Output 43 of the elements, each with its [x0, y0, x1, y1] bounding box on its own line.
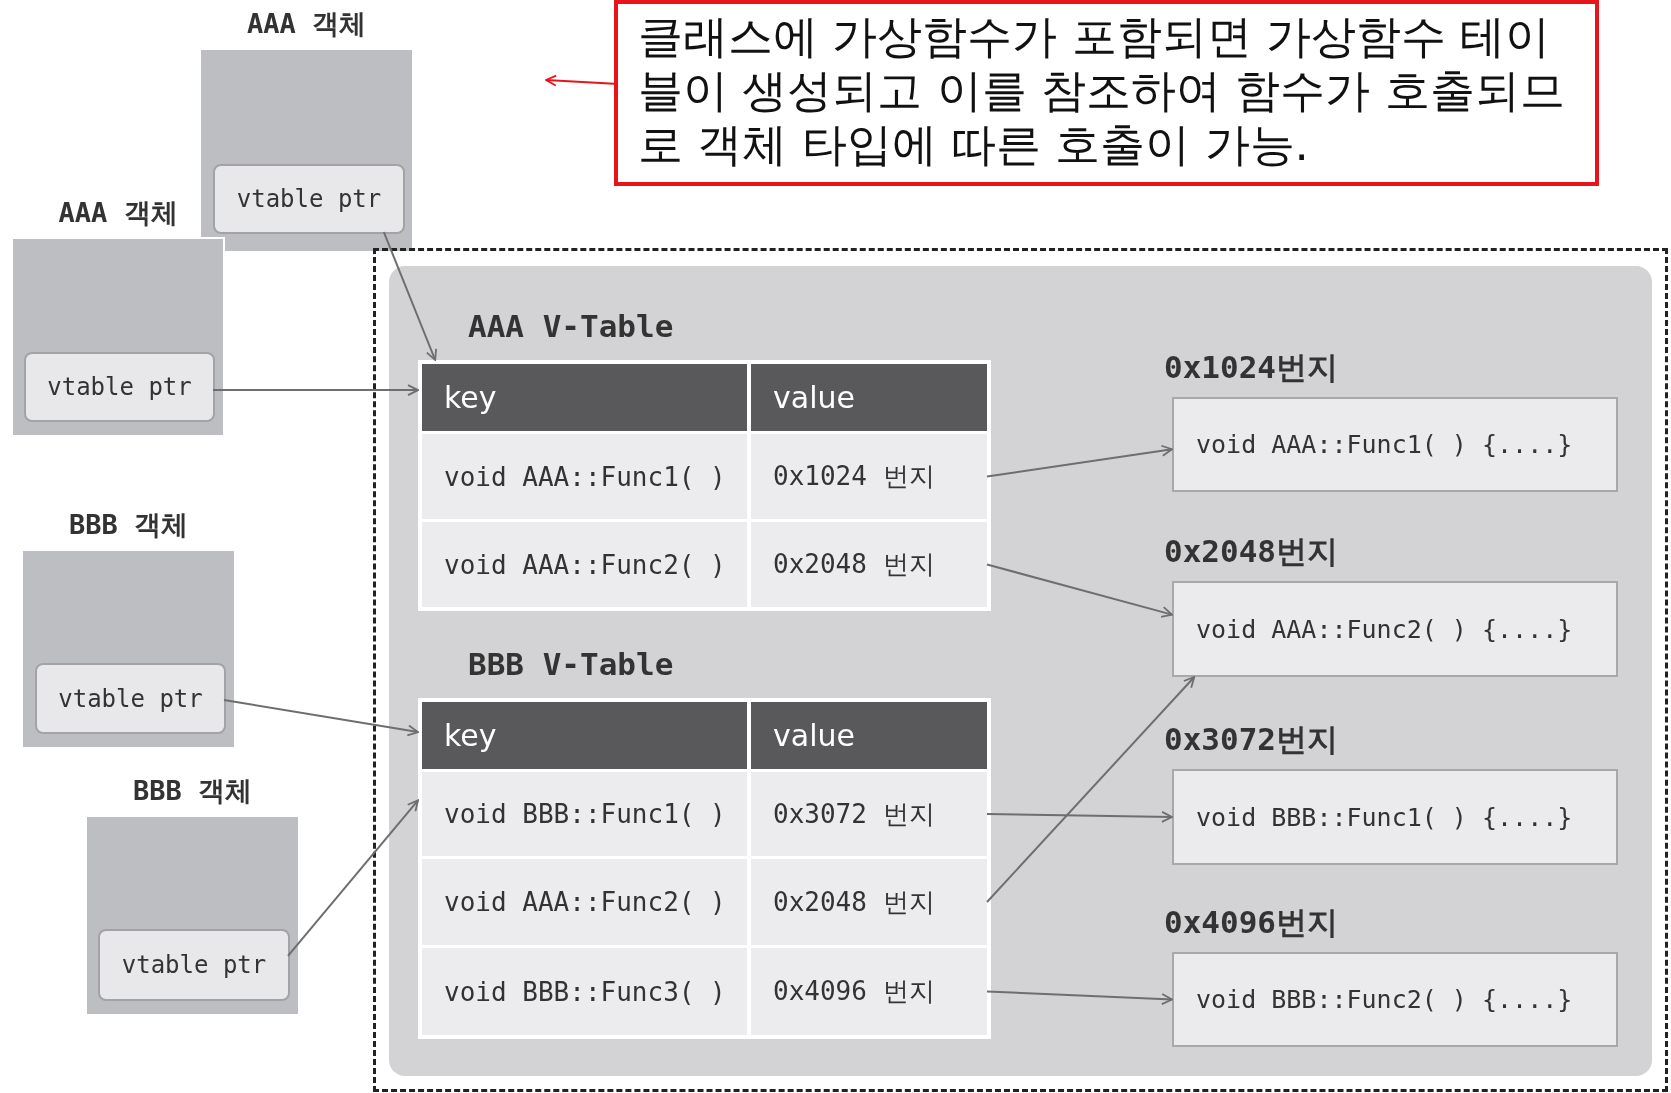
pointer-box: vtable ptr	[24, 352, 215, 422]
code-text: void BBB::Func1( ) {....}	[1196, 802, 1573, 832]
table-cell: void AAA::Func2( )	[422, 522, 747, 607]
table-cell: void BBB::Func3( )	[422, 948, 747, 1035]
address-label: 0x1024번지	[1164, 348, 1338, 387]
arrow	[545, 74, 615, 87]
table-header: value	[751, 364, 987, 431]
pointer-box: vtable ptr	[98, 929, 290, 1001]
address-label: 0x2048번지	[1164, 532, 1338, 571]
arrow	[986, 810, 1173, 823]
pointer-box: vtable ptr	[213, 164, 405, 234]
table-cell: 0x2048 번지	[751, 859, 987, 945]
table-cell: void BBB::Func1( )	[422, 772, 747, 856]
table-cell: void AAA::Func1( )	[422, 434, 747, 519]
dashed-frame	[373, 248, 1668, 1092]
table-header: key	[422, 702, 747, 769]
code-text: void AAA::Func1( ) {....}	[1196, 430, 1573, 459]
table-cell: 0x2048 번지	[751, 522, 987, 607]
address-label: 0x4096번지	[1164, 903, 1338, 942]
arrow	[212, 384, 419, 396]
object-label: BBB 객체	[69, 508, 188, 542]
table-cell: 0x1024 번지	[751, 434, 987, 519]
arrow	[986, 676, 1196, 903]
table-header: value	[751, 702, 987, 769]
table-header: key	[422, 364, 747, 431]
table-cell: void AAA::Func2( )	[422, 859, 747, 945]
arrow	[986, 563, 1173, 618]
arrow	[986, 444, 1173, 478]
object-label: BBB 객체	[133, 774, 252, 808]
code-text: void AAA::Func2( ) {....}	[1196, 614, 1573, 644]
callout-box: 클래스에 가상함수가 포함되면 가상함수 테이블이 생성되고 이를 참조하여 함수가 호출되므로 객체 타입에 따른 호출이 가능.	[614, 0, 1599, 186]
address-label: 0x3072번지	[1164, 720, 1338, 759]
arrow	[223, 699, 419, 737]
table-title: BBB V-Table	[468, 646, 674, 682]
table-cell: 0x4096 번지	[751, 948, 987, 1035]
arrow	[986, 990, 1173, 1005]
arrow	[287, 799, 419, 957]
table-title: AAA V-Table	[468, 308, 674, 344]
object-label: AAA 객체	[58, 196, 178, 230]
object-label: AAA 객체	[247, 7, 366, 41]
pointer-box: vtable ptr	[35, 663, 226, 734]
table-cell: 0x3072 번지	[751, 772, 987, 856]
code-text: void BBB::Func2( ) {....}	[1196, 985, 1573, 1014]
